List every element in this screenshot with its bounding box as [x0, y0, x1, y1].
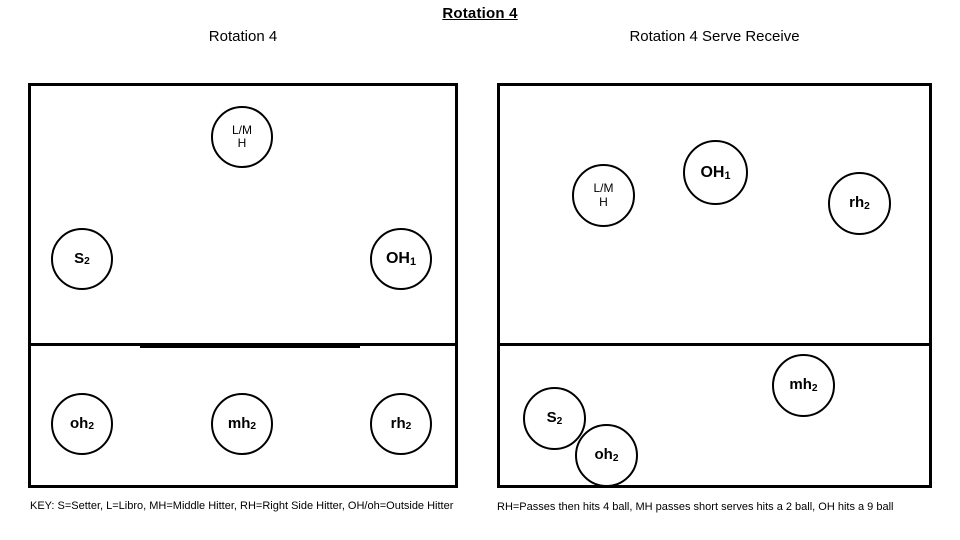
player-label: oh2: [594, 446, 619, 464]
right-panel-title: Rotation 4 Serve Receive: [629, 28, 800, 45]
page-title: Rotation 4: [442, 5, 518, 22]
player-label: OH1: [700, 163, 731, 182]
player-marker-setter[interactable]: S2: [51, 228, 113, 290]
player-marker-outside-hitter-back[interactable]: oh2: [575, 424, 638, 487]
player-label-subscript: 2: [556, 415, 563, 427]
player-marker-middle-hitter-back[interactable]: mh2: [772, 354, 835, 417]
player-marker-outside-hitter-1[interactable]: OH1: [683, 140, 748, 205]
player-marker-libero-middle-hitter[interactable]: L/M H: [572, 164, 635, 227]
player-label-subscript: 1: [409, 256, 417, 268]
left-panel-title: Rotation 4: [208, 28, 278, 45]
player-label: L/M H: [231, 122, 252, 150]
player-label-subscript: 2: [612, 452, 619, 464]
player-label: OH1: [385, 250, 417, 268]
player-marker-libero-middle-hitter[interactable]: L/M H: [211, 106, 273, 168]
player-label-subscript: 2: [84, 256, 90, 268]
attack-line-right: [500, 343, 929, 346]
player-label: rh2: [390, 414, 412, 433]
player-label-subscript: 2: [405, 421, 412, 433]
legend-note-right: RH=Passes then hits 4 ball, MH passes sh…: [497, 501, 894, 513]
player-label: mh2: [227, 414, 257, 433]
player-label: mh2: [789, 376, 818, 394]
player-marker-right-side-hitter-back[interactable]: rh2: [370, 393, 432, 455]
player-marker-middle-hitter-back[interactable]: mh2: [211, 393, 273, 455]
player-label: S2: [546, 409, 563, 427]
player-label: oh2: [70, 414, 94, 433]
player-marker-right-side-hitter-back[interactable]: rh2: [828, 172, 891, 235]
attack-line-overlay-left: [140, 343, 360, 348]
player-label-subscript: 2: [811, 382, 818, 394]
player-marker-outside-hitter-1[interactable]: OH1: [370, 228, 432, 290]
legend-key-left: KEY: S=Setter, L=Libro, MH=Middle Hitter…: [30, 500, 454, 512]
player-label-subscript: 2: [88, 421, 94, 433]
player-label: rh2: [849, 194, 870, 212]
player-label: S2: [74, 249, 90, 268]
player-marker-outside-hitter-back[interactable]: oh2: [51, 393, 113, 455]
player-marker-setter[interactable]: S2: [523, 387, 586, 450]
player-label-subscript: 2: [250, 421, 257, 433]
player-label-subscript: 1: [724, 169, 731, 182]
player-label-subscript: 2: [864, 200, 870, 212]
player-label: L/M H: [593, 181, 614, 209]
